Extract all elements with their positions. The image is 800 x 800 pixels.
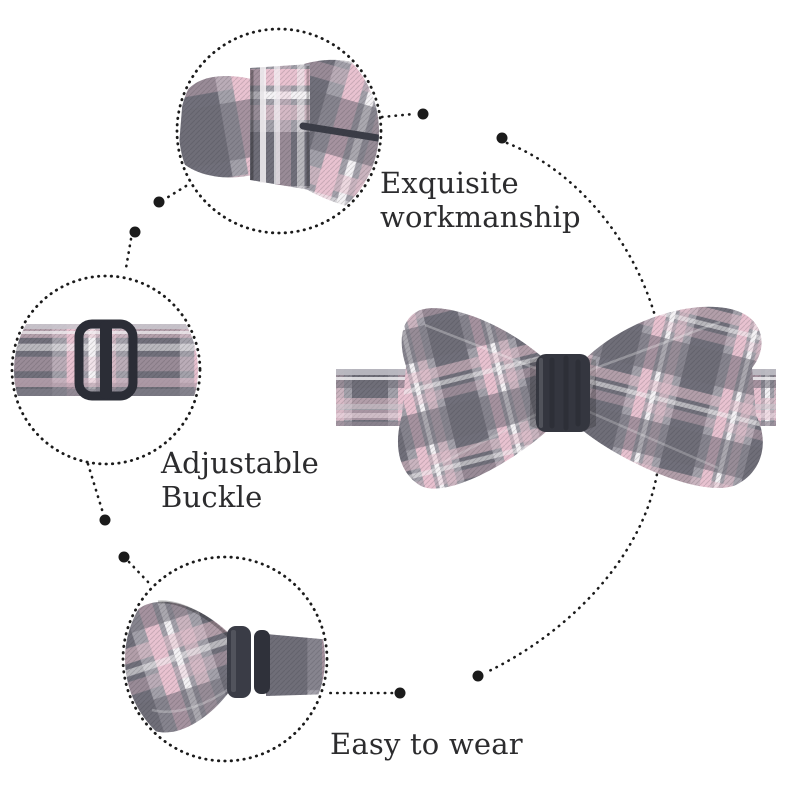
dotted-circle-border: [175, 27, 383, 235]
bow-left-wing: [397, 308, 548, 489]
connector-top-to-middle-b: [124, 237, 133, 270]
connector-dot: [99, 514, 111, 526]
connector-top-circle-to-dot: [380, 112, 416, 119]
label-easy-to-wear: Easy to wear: [330, 727, 523, 761]
dotted-connectors: [86, 112, 660, 695]
connector-dot: [153, 196, 165, 208]
connector-top-to-middle-a: [163, 184, 188, 201]
connector-dot: [496, 132, 508, 144]
label-line: Buckle: [161, 480, 263, 514]
connector-arc-from-bow-bottom: [485, 466, 660, 674]
product-bowtie-image: [336, 306, 776, 489]
connector-dot: [118, 551, 130, 563]
connector-dot: [394, 687, 406, 699]
connector-end-dots: [99, 108, 508, 699]
label-exquisite-workmanship: Exquisite workmanship: [380, 166, 581, 234]
buckle-closeup-image: [14, 319, 198, 401]
label-line: Exquisite: [380, 166, 519, 200]
connector-arc-to-bow-top: [505, 141, 659, 325]
clasp-closeup-image: [125, 600, 325, 733]
callout-knot-circle: [175, 27, 383, 235]
label-line: Easy to wear: [330, 727, 523, 761]
connector-middle-to-bottom-b: [127, 560, 151, 585]
callout-clasp-circle: [121, 555, 329, 763]
label-line: workmanship: [380, 200, 581, 234]
callout-buckle-circle: [10, 274, 202, 466]
clasp-hook-hardware: [227, 626, 270, 698]
bow-right-wing: [582, 306, 763, 489]
label-line: Adjustable: [161, 446, 320, 480]
label-adjustable-buckle: Adjustable Buckle: [161, 446, 319, 514]
knot-closeup-image: [179, 59, 379, 210]
connector-dot: [129, 226, 141, 238]
slider-buckle-hardware: [74, 319, 138, 401]
connector-middle-to-bottom-a: [86, 462, 105, 515]
connector-dot: [417, 108, 429, 120]
dotted-circle-border: [10, 274, 202, 466]
connector-dot: [472, 670, 484, 682]
dotted-circle-border: [121, 555, 329, 763]
bow-center-knot-hardware: [530, 354, 596, 432]
